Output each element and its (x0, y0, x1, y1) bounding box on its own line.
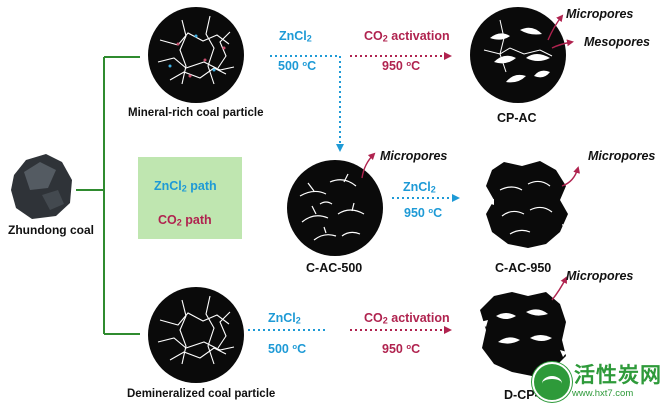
label-co2-activation-bottom: CO2 activation (364, 311, 450, 326)
label-zncl2-step-top: ZnCl2 (279, 29, 312, 44)
label-demineralized-particle: Demineralized coal particle (127, 388, 276, 400)
particle-c-ac-950 (486, 161, 568, 248)
particle-mineral-rich (148, 7, 244, 103)
pointer-mesopores-cp-ac (551, 39, 574, 49)
label-mesopores-cp-ac: Mesopores (584, 35, 650, 49)
label-c-ac-500: C-AC-500 (306, 261, 363, 275)
particle-demineralized (148, 287, 244, 383)
pointer-micropores-cp-ac (547, 14, 564, 41)
label-zncl2-temp-middle: 950 oC (404, 206, 443, 220)
label-c-ac-950: C-AC-950 (495, 261, 552, 275)
label-co2-activation-top: CO2 activation (364, 29, 450, 44)
raw-material-connector (76, 56, 140, 335)
label-micropores-c-ac-500: Micropores (380, 149, 448, 163)
label-co2-temp-bottom: 950 oC (382, 342, 421, 356)
particle-cp-ac (470, 7, 566, 103)
label-zncl2-temp-top: 500 oC (278, 59, 317, 73)
watermark-site-name: 活性炭网 (574, 364, 661, 387)
label-zhundong-coal: Zhundong coal (8, 223, 94, 237)
pointer-micropores-d-cp-ac (551, 276, 567, 301)
label-zncl2-step-middle: ZnCl2 (403, 180, 436, 195)
watermark-logo-icon (532, 362, 572, 402)
pointer-micropores-c-ac-500 (361, 152, 376, 179)
particle-d-cp-ac (480, 292, 567, 376)
label-micropores-d-cp-ac: Micropores (566, 269, 634, 283)
legend-zncl2-label: ZnCl2 path (154, 179, 217, 194)
watermark-site-url: www.hxt7.com (572, 388, 634, 399)
label-mineral-rich-particle: Mineral-rich coal particle (128, 107, 264, 119)
pointer-micropores-c-ac-950 (561, 166, 580, 187)
label-co2-temp-top: 950 oC (382, 59, 421, 73)
label-zncl2-step-bottom: ZnCl2 (268, 311, 301, 326)
label-micropores-c-ac-950: Micropores (588, 149, 656, 163)
label-micropores-cp-ac: Micropores (566, 7, 634, 21)
legend-co2-label: CO2 path (158, 213, 212, 228)
particle-c-ac-500 (287, 160, 383, 256)
label-cp-ac: CP-AC (497, 111, 537, 125)
zhundong-coal-lump (11, 154, 72, 219)
label-zncl2-temp-bottom: 500 oC (268, 342, 307, 356)
legend-box (138, 157, 242, 239)
